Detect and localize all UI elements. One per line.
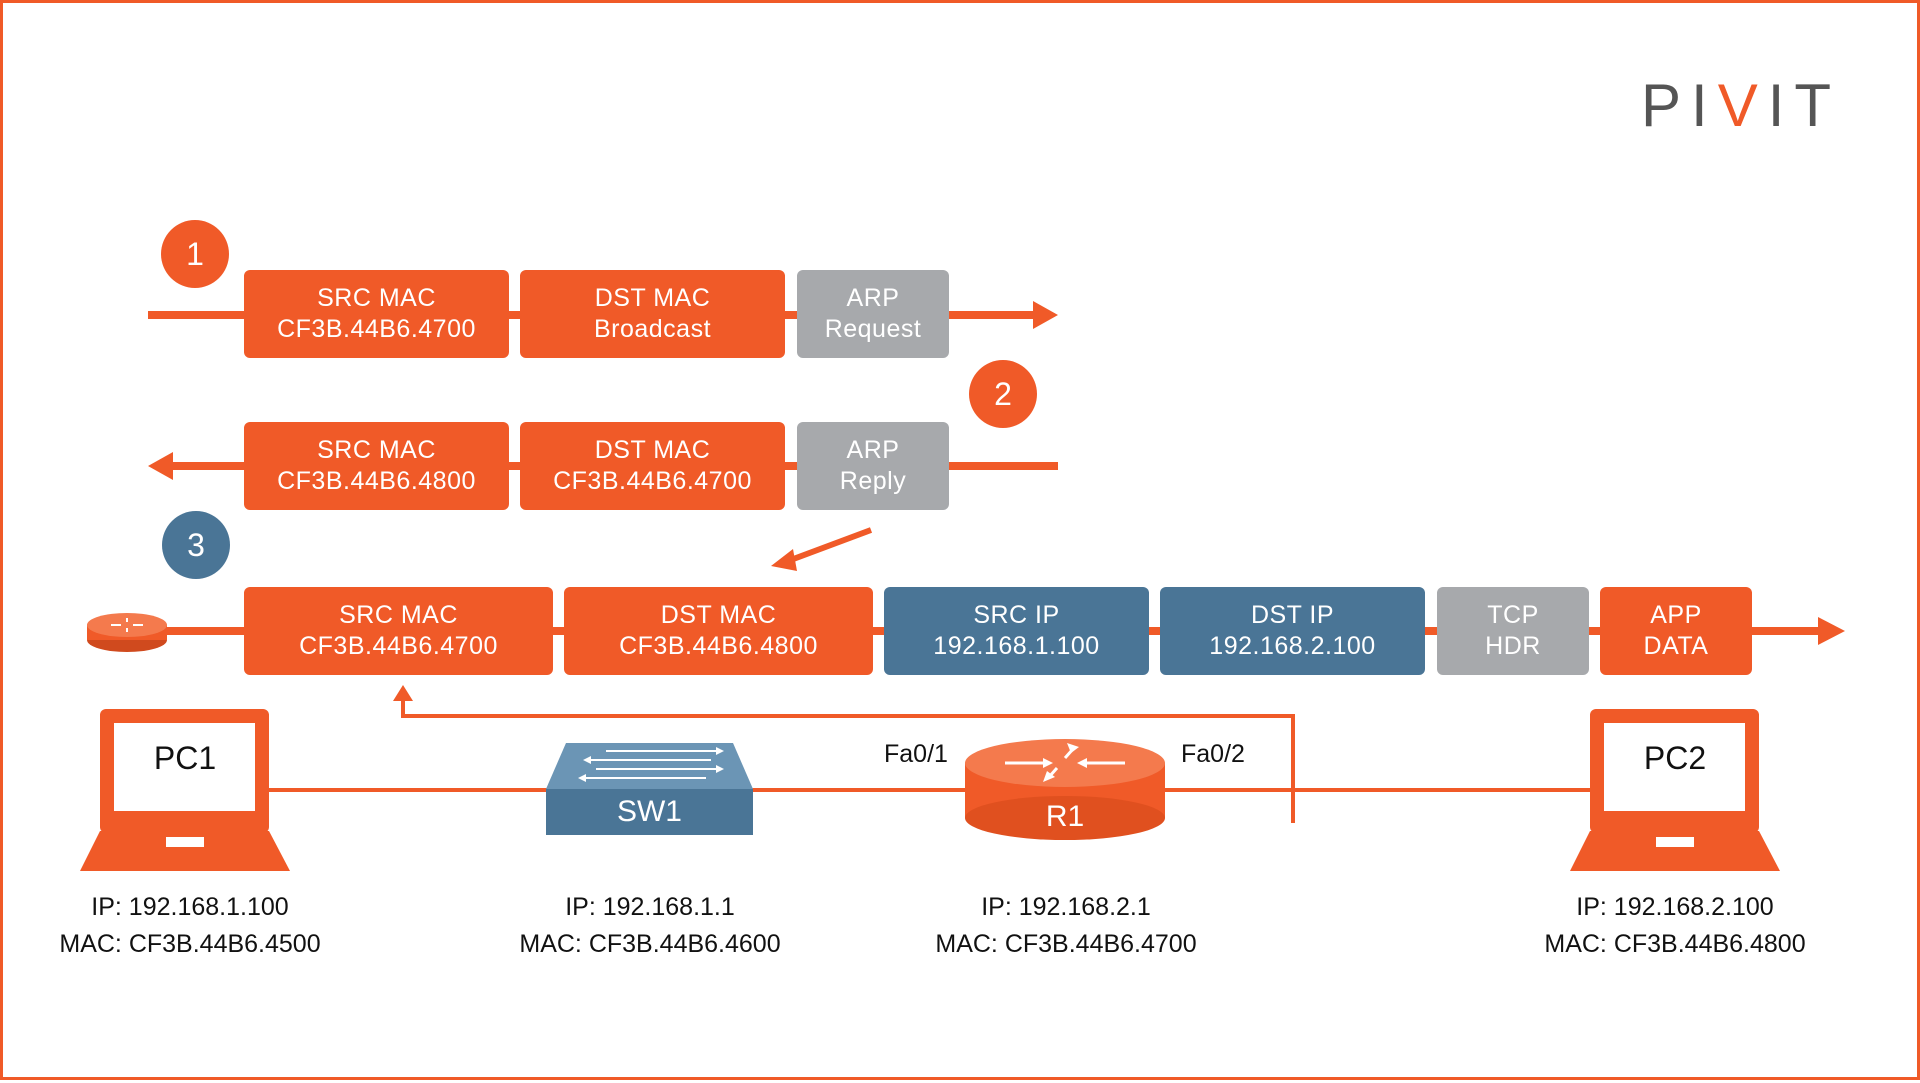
frame-3-src-ip: SRC IP 192.168.1.100 — [884, 587, 1149, 675]
pc2-name: PC2 — [1643, 740, 1707, 776]
field-name: SRC IP — [973, 601, 1060, 629]
field-value: HDR — [1485, 632, 1541, 660]
sw1-info: IP: 192.168.1.1 MAC: CF3B.44B6.4600 — [480, 889, 820, 963]
arrow-right-icon — [1818, 617, 1845, 645]
field-name: DST MAC — [594, 284, 711, 312]
r1-mac: MAC: CF3B.44B6.4700 — [935, 930, 1197, 958]
field-value: 192.168.2.100 — [1209, 632, 1376, 660]
frame-3-dst-mac: DST MAC CF3B.44B6.4800 — [564, 587, 873, 675]
field-name: SRC MAC — [317, 436, 436, 464]
logo-text-part2: IT — [1767, 72, 1842, 139]
frame-3-src-mac: SRC MAC CF3B.44B6.4700 — [244, 587, 553, 675]
frame-2-dst-mac: DST MAC CF3B.44B6.4700 — [520, 422, 785, 510]
laptop-icon-pc1 — [80, 709, 290, 871]
field-name: DST MAC — [594, 436, 711, 464]
field-name: ARP — [846, 436, 900, 464]
router-icon — [87, 613, 167, 652]
frame-2-src-mac: SRC MAC CF3B.44B6.4800 — [244, 422, 509, 510]
router-icon-r1 — [965, 739, 1165, 840]
logo-text-accent: V — [1717, 72, 1768, 139]
field-value: Reply — [839, 467, 907, 495]
frame-3-app-data: APP DATA — [1600, 587, 1752, 675]
sw1-name: SW1 — [616, 795, 682, 828]
pivit-logo: PIVIT — [1641, 71, 1841, 140]
frame-1-dst-mac: DST MAC Broadcast — [520, 270, 785, 358]
field-value: CF3B.44B6.4700 — [553, 467, 752, 495]
field-name: SRC MAC — [339, 601, 458, 629]
diagram-graphics — [80, 301, 1845, 871]
frame-1-src-mac: SRC MAC CF3B.44B6.4700 — [244, 270, 509, 358]
field-name: DST MAC — [660, 601, 777, 629]
logo-text-part1: PI — [1641, 72, 1718, 139]
r1-info: IP: 192.168.2.1 MAC: CF3B.44B6.4700 — [896, 889, 1236, 963]
r1-name: R1 — [1045, 800, 1085, 833]
sw1-ip: IP: 192.168.1.1 — [565, 893, 735, 921]
step-number: 3 — [187, 526, 205, 563]
field-value: CF3B.44B6.4700 — [299, 632, 498, 660]
pc2-info: IP: 192.168.2.100 MAC: CF3B.44B6.4800 — [1505, 889, 1845, 963]
field-name: ARP — [846, 284, 900, 312]
step-number: 1 — [186, 235, 204, 272]
pc1-info: IP: 192.168.1.100 MAC: CF3B.44B6.4500 — [20, 889, 360, 963]
field-value: CF3B.44B6.4800 — [277, 467, 476, 495]
frame-3-tcp-hdr: TCP HDR — [1437, 587, 1589, 675]
field-name: APP — [1650, 601, 1702, 629]
pc1-ip: IP: 192.168.1.100 — [91, 893, 289, 921]
field-value: Broadcast — [593, 315, 712, 343]
field-name: TCP — [1487, 601, 1539, 629]
r1-ip: IP: 192.168.2.1 — [981, 893, 1151, 921]
step-number: 2 — [994, 375, 1012, 412]
arrow-right-icon — [1033, 301, 1058, 329]
frame-2-arp-reply: ARP Reply — [797, 422, 949, 510]
frame-3-dst-ip: DST IP 192.168.2.100 — [1160, 587, 1425, 675]
pc1-name: PC1 — [153, 740, 217, 776]
field-value: DATA — [1643, 632, 1709, 660]
field-value: Request — [824, 315, 922, 343]
frame-1-arp-request: ARP Request — [797, 270, 949, 358]
arrow-up-icon — [393, 685, 413, 701]
step-badge-2: 2 — [969, 360, 1037, 428]
r1-port-fa0-2: Fa0/2 — [1181, 740, 1245, 768]
sw1-mac: MAC: CF3B.44B6.4600 — [519, 930, 781, 958]
r1-port-fa0-1: Fa0/1 — [884, 740, 948, 768]
field-name: SRC MAC — [317, 284, 436, 312]
step-badge-3: 3 — [162, 511, 230, 579]
field-value: CF3B.44B6.4700 — [277, 315, 476, 343]
field-value: CF3B.44B6.4800 — [619, 632, 818, 660]
field-name: DST IP — [1250, 601, 1335, 629]
arrow-left-icon — [148, 452, 173, 480]
field-value: 192.168.1.100 — [933, 632, 1100, 660]
step-badge-1: 1 — [161, 220, 229, 288]
pc1-mac: MAC: CF3B.44B6.4500 — [59, 930, 321, 958]
laptop-icon-pc2 — [1570, 709, 1780, 871]
switch-icon — [546, 743, 753, 835]
router-rewrite-path — [393, 685, 1295, 823]
reply-to-frame-arrow — [771, 527, 873, 571]
pc2-mac: MAC: CF3B.44B6.4800 — [1544, 930, 1806, 958]
pc2-ip: IP: 192.168.2.100 — [1576, 893, 1774, 921]
